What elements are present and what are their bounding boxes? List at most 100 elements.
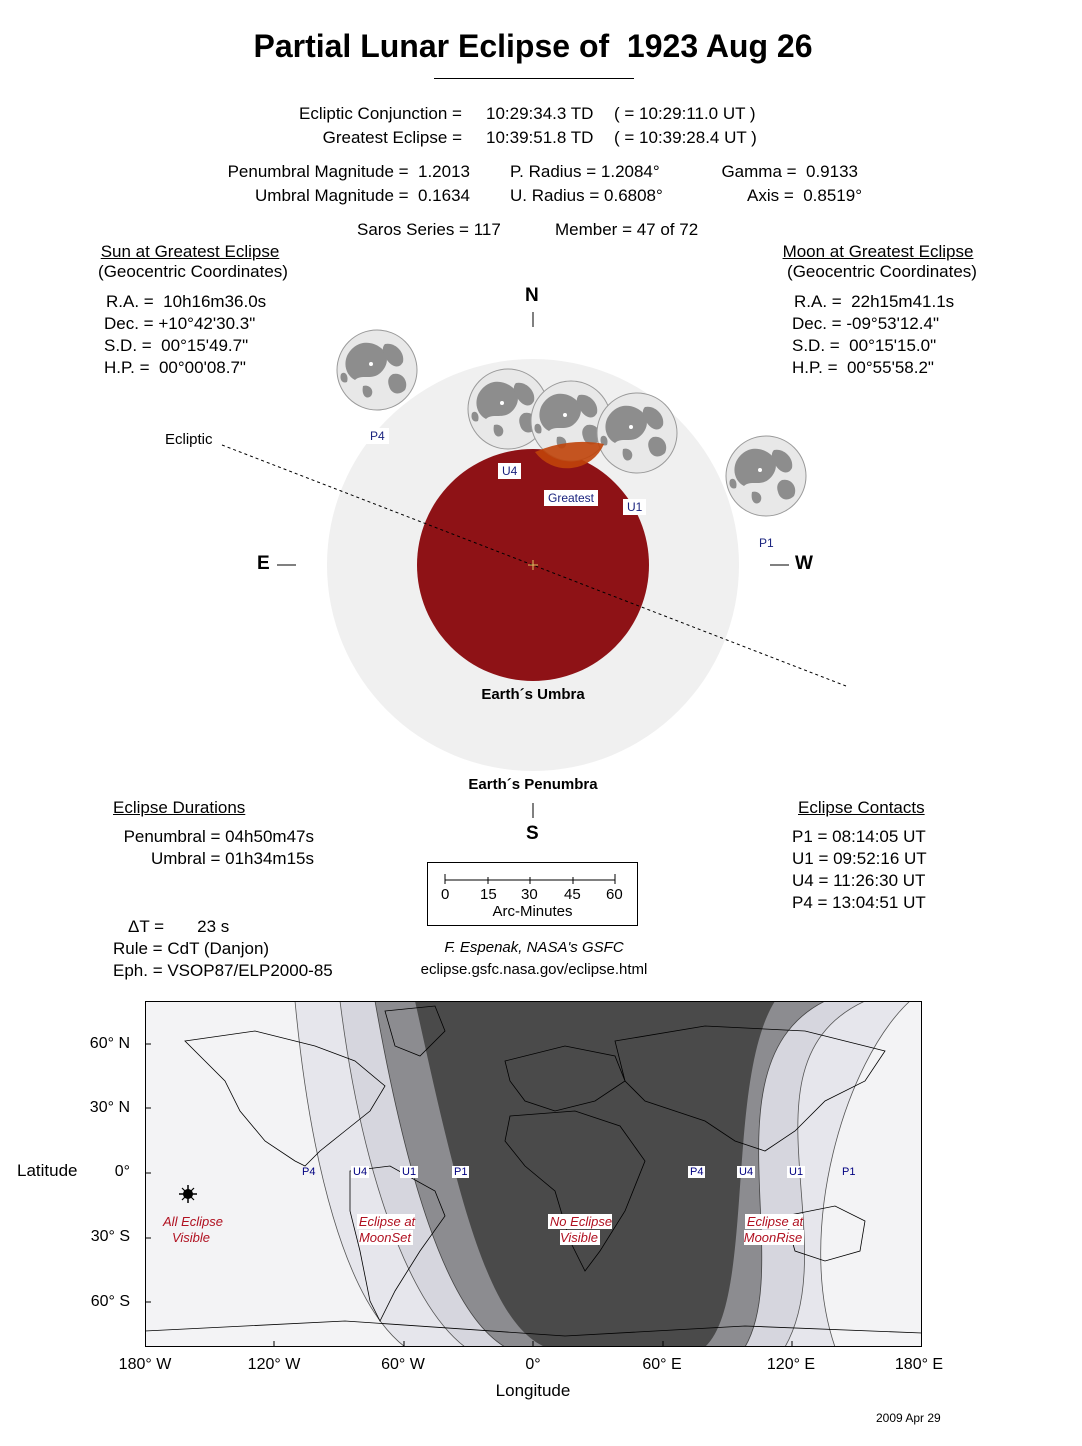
moon-ra: R.A. = 22h15m41.1s (794, 292, 955, 311)
scale-bar (444, 874, 616, 884)
saros-series: Saros Series = 117 (357, 220, 501, 239)
moon-dec: Dec. = -09°53'12.4" (792, 314, 939, 333)
greatest-ut: ( = 10:39:28.4 UT ) (614, 128, 757, 147)
contact-u4: U4 = 11:26:30 UT (792, 871, 926, 890)
scale-box (427, 862, 638, 926)
sun-sd: S.D. = 00°15'49.7" (104, 336, 249, 355)
scale-tick-0: 0 (441, 886, 450, 903)
ephemeris: Eph. = VSOP87/ELP2000-85 (113, 961, 333, 980)
scale-tick-45: 45 (564, 886, 581, 903)
map-label-u1-east: U1 (787, 1166, 806, 1178)
lat-tick-30n: 30° N (89, 1099, 130, 1116)
moon-hp: H.P. = 00°55'58.2" (792, 358, 934, 377)
scale-tick-30: 30 (521, 886, 538, 903)
world-map (145, 1001, 922, 1347)
map-label-u1-west: U1 (400, 1166, 419, 1178)
lon-tick-60e: 60° E (642, 1356, 682, 1373)
moon-p4 (336, 329, 418, 411)
rule: Rule = CdT (Danjon) (113, 939, 270, 958)
antarctica-outline (145, 1320, 922, 1337)
u-radius: U. Radius = 0.6808° (510, 186, 663, 205)
date-stamp: 2009 Apr 29 (876, 1411, 941, 1425)
umbral-magnitude: Umbral Magnitude = 0.1634 (255, 186, 470, 205)
map-label-p1-west: P1 (452, 1166, 470, 1178)
gamma: Gamma = 0.9133 (721, 162, 858, 181)
ecliptic-label: Ecliptic (165, 431, 213, 448)
umbral-duration: Umbral = 01h34m15s (150, 849, 314, 868)
sun-hp: H.P. = 00°00'08.7" (104, 358, 246, 377)
eclipse-diagram (221, 312, 847, 818)
contact-label-p1: P1 (759, 536, 774, 550)
contact-u1: U1 = 09:52:16 UT (792, 849, 927, 868)
contact-label-u1: U1 (623, 499, 647, 515)
sun-ra: R.A. = 10h16m36.0s (106, 292, 267, 311)
lon-tick-120w: 120° W (247, 1356, 301, 1373)
region-all-visible: All Eclipse Visible (163, 1214, 223, 1245)
sub-lunar-point-icon (179, 1185, 197, 1203)
west-label: W (795, 553, 813, 574)
p-radius: P. Radius = 1.2084° (510, 162, 660, 181)
south-label: S (526, 823, 539, 844)
sun-heading: Sun at Greatest Eclipse (100, 242, 280, 261)
map-label-p4-east: P4 (688, 1166, 706, 1178)
penumbral-magnitude: Penumbral Magnitude = 1.2013 (227, 162, 470, 181)
europe-outline (504, 1045, 626, 1112)
lon-tick-0: 0° (525, 1356, 541, 1373)
durations-heading: Eclipse Durations (113, 798, 246, 817)
north-america-outline (184, 1030, 386, 1167)
contact-label-p4: P4 (366, 428, 389, 444)
africa-outline (504, 1110, 646, 1272)
contact-p1: P1 = 08:14:05 UT (792, 827, 926, 846)
title-underline (434, 78, 634, 79)
page-title: Partial Lunar Eclipse of 1923 Aug 26 (253, 28, 813, 64)
lon-tick-120e: 120° E (766, 1356, 816, 1373)
umbra-label: Earth´s Umbra (481, 686, 585, 703)
region-moonset: Eclipse at MoonSet (356, 1214, 416, 1245)
lon-tick-180w: 180° W (118, 1356, 172, 1373)
moon-u1 (596, 392, 678, 474)
conjunction-label: Ecliptic Conjunction = (298, 104, 462, 123)
axis: Axis = 0.8519° (746, 186, 862, 205)
moon-subheading: (Geocentric Coordinates) (787, 262, 977, 281)
sun-dec: Dec. = +10°42'30.3" (104, 314, 256, 333)
credit-author: F. Espenak, NASA's GSFC (444, 939, 624, 956)
map-label-u4-west: U4 (351, 1166, 370, 1178)
umbral-overlap (535, 441, 604, 469)
lat-tick-60n: 60° N (89, 1035, 130, 1052)
greenland-outline (384, 1005, 446, 1057)
latitude-title: Latitude (17, 1161, 78, 1180)
lat-tick-0: 0° (114, 1163, 130, 1180)
penumbra-label: Earth´s Penumbra (468, 776, 598, 793)
map-label-p1-east: P1 (842, 1166, 856, 1178)
credit-url: eclipse.gsfc.nasa.gov/eclipse.html (420, 961, 648, 978)
asia-outline (614, 1025, 886, 1152)
moon-p1 (725, 435, 807, 517)
north-label: N (525, 285, 539, 306)
map-label-p4-west: P4 (302, 1166, 316, 1178)
saros-member: Member = 47 of 72 (555, 220, 699, 239)
conjunction-ut: ( = 10:29:11.0 UT ) (614, 104, 756, 123)
longitude-title: Longitude (495, 1381, 571, 1400)
greatest-label: Greatest Eclipse = (322, 128, 462, 147)
lon-tick-60w: 60° W (381, 1356, 425, 1373)
region-moonrise: Eclipse at MoonRise (743, 1214, 805, 1245)
map-label-u4-east: U4 (737, 1166, 756, 1178)
penumbral-duration: Penumbral = 04h50m47s (123, 827, 314, 846)
east-label: E (257, 553, 270, 574)
moon-heading: Moon at Greatest Eclipse (782, 242, 974, 261)
scale-tick-15: 15 (480, 886, 497, 903)
contact-label-u4: U4 (498, 463, 522, 479)
map-no-eclipse (415, 1001, 775, 1347)
moon-sd: S.D. = 00°15'15.0" (792, 336, 937, 355)
region-no-eclipse: No Eclipse Visible (547, 1214, 613, 1245)
contact-p4: P4 = 13:04:51 UT (792, 893, 926, 912)
delta-t: ΔT = 23 s (128, 917, 230, 936)
lon-tick-180e: 180° E (894, 1356, 944, 1373)
lat-tick-30s: 30° S (90, 1228, 130, 1245)
greatest-td: 10:39:51.8 TD (486, 128, 594, 147)
contacts-heading: Eclipse Contacts (798, 798, 925, 817)
conjunction-td: 10:29:34.3 TD (486, 104, 594, 123)
south-america-outline (349, 1165, 446, 1322)
scale-tick-60: 60 (606, 886, 623, 903)
lat-tick-60s: 60° S (90, 1293, 130, 1310)
